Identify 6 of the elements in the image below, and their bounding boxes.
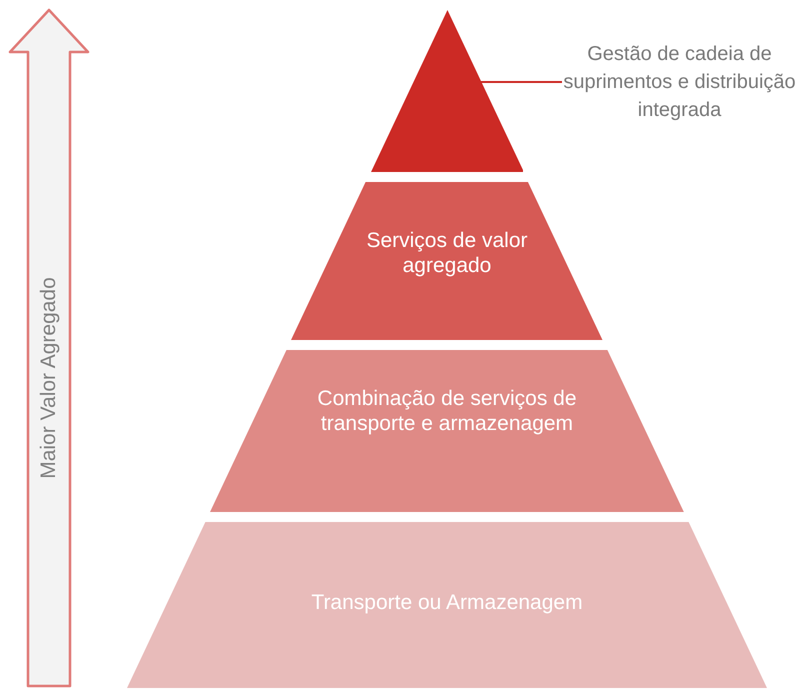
tier-label: Transporte ou Armazenagem — [311, 591, 583, 614]
arrow-label: Maior Valor Agregado — [37, 277, 60, 479]
leader-line — [480, 81, 562, 83]
callout-text: Gestão de cadeia de suprimentos e distribuição integrada — [562, 40, 797, 124]
tier-label: Combinação de serviços de transporte e armazenagem — [317, 387, 577, 435]
tier-label: Serviços de valor agregado — [366, 229, 528, 277]
